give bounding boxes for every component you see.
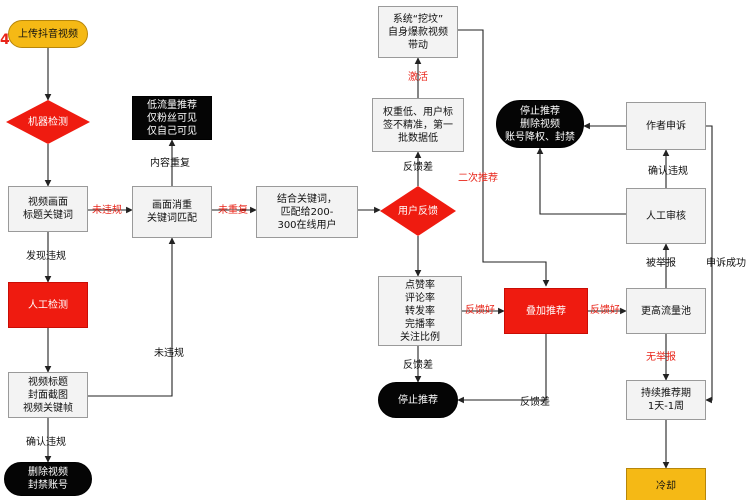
label-feedback-bad-mid: 反馈差: [403, 360, 433, 371]
stop-penalty-node: 停止推荐 删除视频 账号降权、封禁: [496, 100, 584, 148]
low-traffic-node: 低流量推荐 仅粉丝可见 仅自己可见: [132, 96, 212, 140]
cool-down-node: 冷却: [626, 468, 706, 500]
arrow-appeal-success-to-sustained: [705, 125, 713, 404]
video-title-frames-node: 视频标题 封面截图 视频关键帧: [8, 372, 88, 418]
delete-ban-node: 删除视频 封禁账号: [4, 462, 92, 496]
combine-keywords-node: 结合关键词， 匹配给200- 300在线用户: [256, 186, 358, 238]
label-feedback-good-1: 反馈好: [465, 305, 495, 316]
label-confirm-violation-right: 确认违规: [648, 166, 688, 177]
manual-check-node: 人工检测: [8, 282, 88, 328]
low-weight-node: 权重低、用户标 签不精准，第一 批数据低: [372, 98, 464, 152]
label-reported: 被举报: [646, 258, 676, 269]
label-found-violation: 发现违规: [26, 251, 66, 262]
user-feedback-label: 用户反馈: [398, 205, 438, 217]
label-feedback-good-2: 反馈好: [590, 305, 620, 316]
label-content-dup: 内容重复: [150, 158, 190, 169]
metrics-node: 点赞率 评论率 转发率 完播率 关注比例: [378, 276, 462, 346]
label-second-recommend: 二次推荐: [458, 173, 498, 184]
arrow-dig-to-boost: [458, 29, 550, 287]
upload-video-node: 上传抖音视频: [8, 20, 88, 48]
arrow-review-to-penalty: [536, 147, 626, 215]
video-title-keywords-node: 视频画面 标题关键词: [8, 186, 88, 232]
label-no-dup: 未重复: [218, 205, 248, 216]
label-no-violation: 未违规: [92, 205, 122, 216]
label-feedback-bad-top: 反馈差: [403, 162, 433, 173]
label-no-report: 无举报: [646, 352, 676, 363]
manual-review-node: 人工审核: [626, 188, 706, 244]
higher-traffic-pool-node: 更高流量池: [626, 288, 706, 334]
user-feedback-diamond: 用户反馈: [380, 186, 456, 236]
machine-check-label: 机器检测: [28, 116, 68, 128]
machine-check-diamond: 机器检测: [6, 100, 90, 144]
label-confirm-violation: 确认违规: [26, 437, 66, 448]
arrow-frames-to-dedup: [88, 237, 176, 397]
label-no-violation-2: 未违规: [154, 348, 184, 359]
label-feedback-bad-bottom: 反馈差: [520, 397, 550, 408]
dedup-match-node: 画面消重 关键词匹配: [132, 186, 212, 238]
author-appeal-node: 作者申诉: [626, 102, 706, 150]
label-activate: 激活: [408, 72, 428, 83]
label-appeal-success: 申诉成功: [706, 258, 746, 269]
sustained-period-node: 持续推荐期 1天-1周: [626, 380, 706, 420]
arrow-boost-to-stop: [457, 334, 547, 404]
boost-recommend-node: 叠加推荐: [504, 288, 588, 334]
dig-system-node: 系统“挖坟” 自身爆款视频 带动: [378, 6, 458, 58]
stop-recommend-node: 停止推荐: [378, 382, 458, 418]
